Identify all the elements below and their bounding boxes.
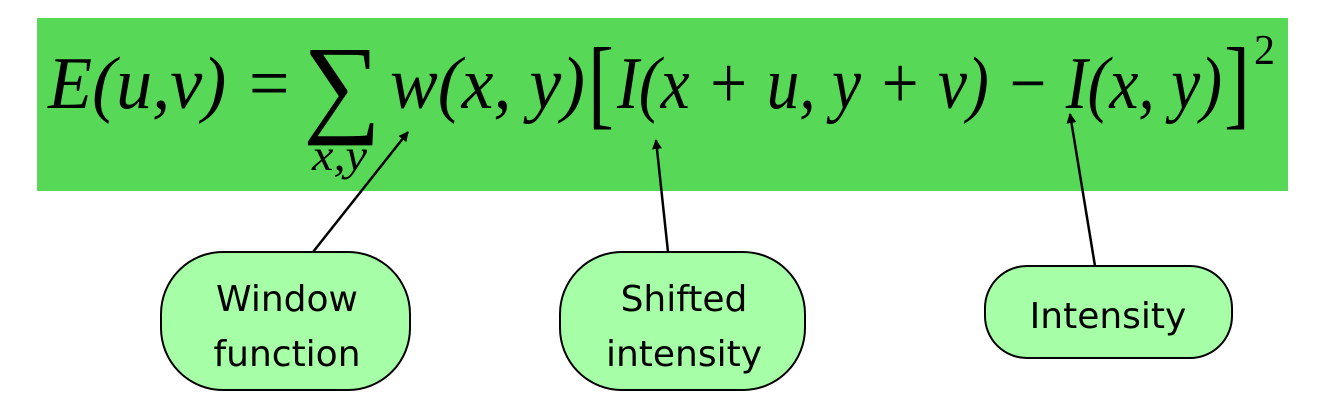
difference-term: I(x + u, y + v) − I(x, y) <box>616 43 1222 125</box>
sum-subscript: x,y <box>311 131 368 180</box>
bubble-label-line: Intensity <box>1030 296 1187 337</box>
arrow-window <box>312 131 409 253</box>
sum-symbol: ∑ <box>303 24 381 146</box>
bubble-label-line: Window <box>216 279 358 320</box>
close-bracket: ] <box>1224 27 1250 138</box>
bubble-label-line: function <box>213 334 360 375</box>
arrow-shifted <box>651 139 670 253</box>
open-bracket: [ <box>588 27 614 138</box>
bubble-shifted-intensity: Shifted intensity <box>559 251 806 391</box>
exponent: 2 <box>1254 28 1275 74</box>
bubble-window-function: Window function <box>160 251 411 391</box>
bubble-label-line: intensity <box>606 334 762 375</box>
equation-lhs: E(u,v) = <box>47 43 293 125</box>
arrow-intensity <box>1066 113 1097 267</box>
bubble-label-line: Shifted <box>621 279 748 320</box>
equation-background <box>37 18 1288 191</box>
window-term: w(x, y) <box>390 43 585 125</box>
bubble-intensity: Intensity <box>984 265 1233 359</box>
